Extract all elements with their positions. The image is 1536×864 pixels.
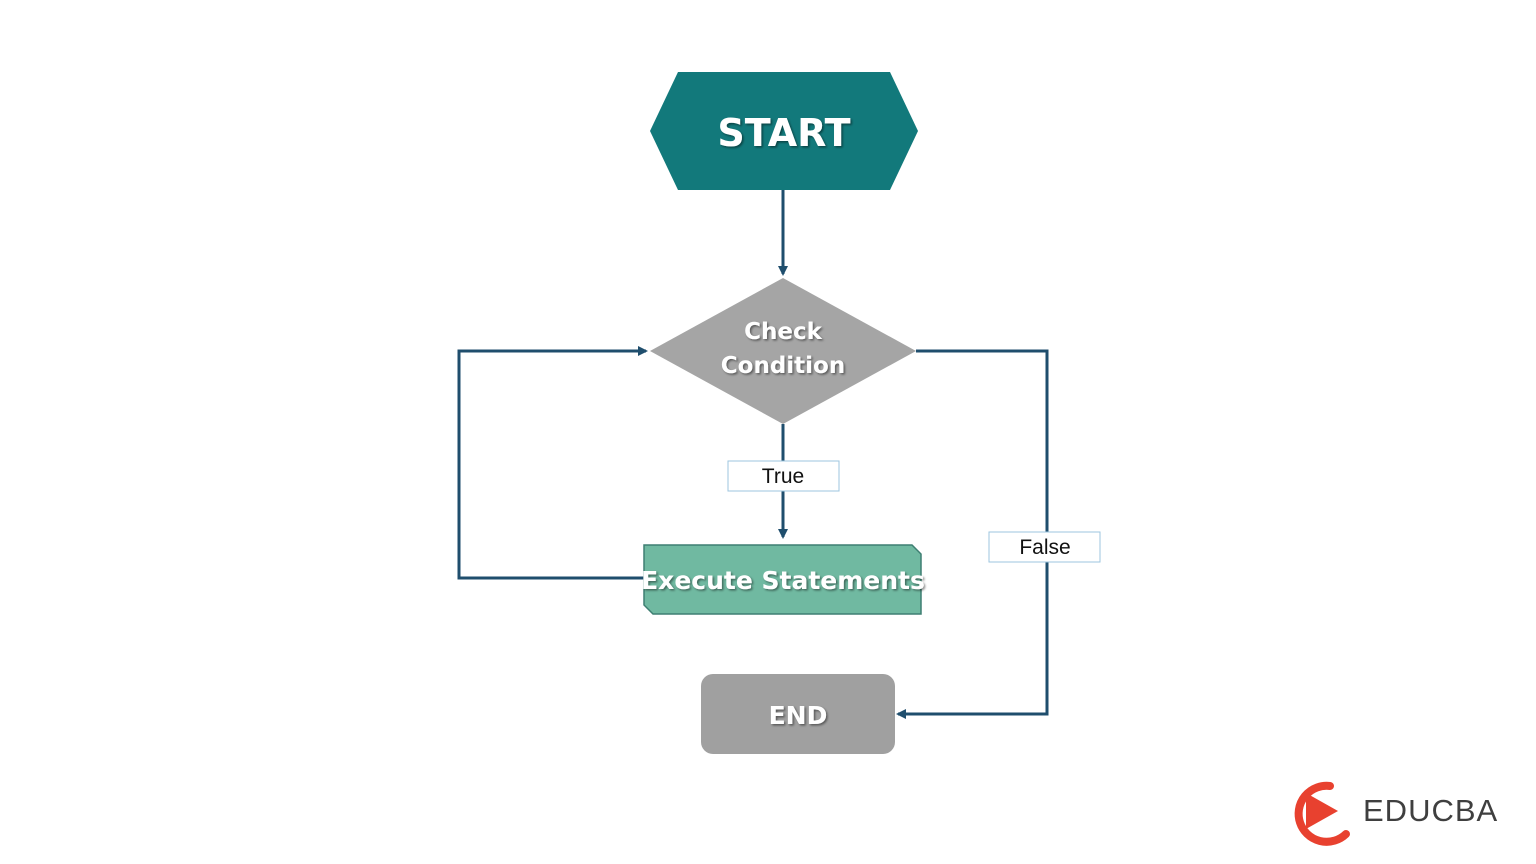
check-condition-node: Check Condition	[650, 278, 916, 424]
start-shape	[650, 72, 918, 190]
process-shape	[643, 544, 922, 615]
false-label-box	[988, 531, 1101, 563]
end-node: END	[701, 674, 895, 754]
execute-label: Execute Statements	[641, 566, 925, 595]
start-label: START	[717, 111, 850, 155]
true-edge-label: True	[727, 460, 840, 492]
play-icon	[1294, 781, 1350, 846]
check-label-line2: Condition	[721, 353, 845, 379]
false-label-text: False	[1019, 536, 1070, 559]
execute-statements-node: Execute Statements	[641, 544, 925, 615]
connectors	[457, 190, 1049, 719]
true-label-text: True	[762, 465, 804, 488]
true-label-box	[727, 460, 840, 492]
check-label-line1: Check	[744, 319, 822, 345]
educba-logo: EDUCBA	[1294, 781, 1498, 846]
false-edge-label: False	[988, 531, 1101, 563]
decision-shape	[650, 278, 916, 424]
arrow-loop-back	[457, 346, 648, 580]
end-label: END	[769, 701, 828, 730]
start-node: START	[650, 72, 918, 190]
end-shape	[701, 674, 895, 754]
logo-text: EDUCBA	[1363, 793, 1498, 828]
